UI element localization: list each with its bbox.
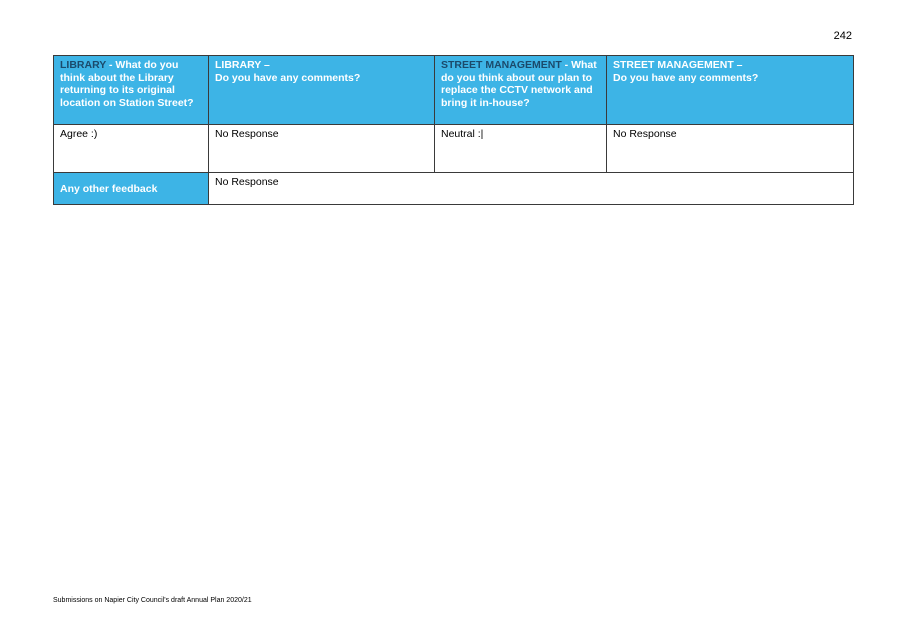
feedback-row: Any other feedback No Response [53,172,854,205]
header-lead: LIBRARY [60,59,107,71]
header-lead: LIBRARY – [215,59,270,71]
submission-table: LIBRARY - What do you think about the Li… [53,55,854,205]
header-library-comments: LIBRARY – Do you have any comments? [208,55,435,125]
page-footer: Submissions on Napier City Council's dra… [53,597,252,604]
feedback-value: No Response [208,172,854,205]
header-street-comments: STREET MANAGEMENT – Do you have any comm… [606,55,854,125]
page-number: 242 [833,30,852,42]
answer-row: Agree :) No Response Neutral :| No Respo… [53,124,854,173]
header-question: - What do you think about our plan to re… [441,59,597,109]
feedback-label: Any other feedback [53,172,209,205]
header-street-cctv: STREET MANAGEMENT - What do you think ab… [434,55,607,125]
question-header-row: LIBRARY - What do you think about the Li… [53,55,854,125]
header-question: Do you have any comments? [215,71,361,84]
answer-street-comments: No Response [606,124,854,173]
header-question: Do you have any comments? [613,71,759,84]
answer-library-location: Agree :) [53,124,209,173]
answer-street-cctv: Neutral :| [434,124,607,173]
header-question: - What do you think about the Library re… [60,59,194,109]
answer-library-comments: No Response [208,124,435,173]
header-lead: STREET MANAGEMENT – [613,59,743,71]
header-library-location: LIBRARY - What do you think about the Li… [53,55,209,125]
header-lead: STREET MANAGEMENT [441,59,562,71]
